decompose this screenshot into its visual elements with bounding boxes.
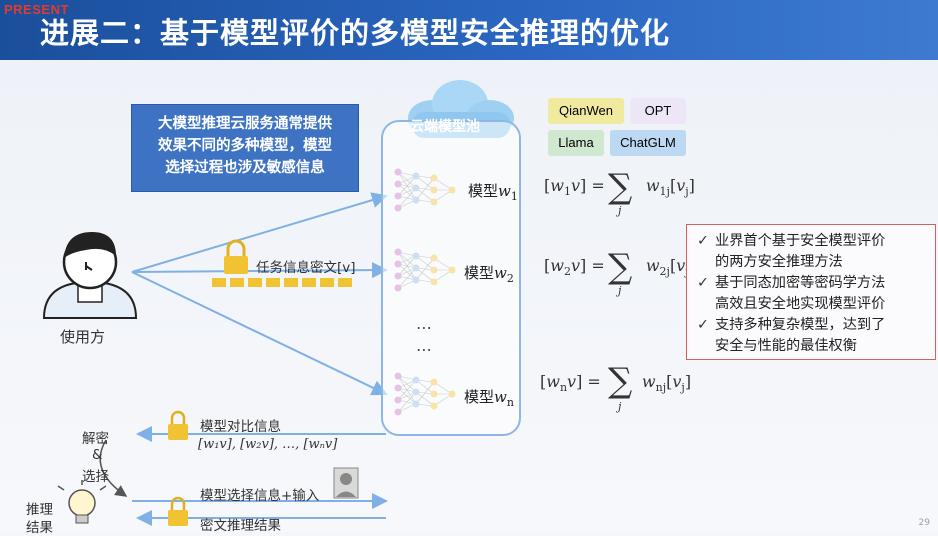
callout-line-1: 大模型推理云服务通常提供: [158, 116, 332, 132]
lock-icon-result: [168, 496, 188, 526]
arrow-to-model-1: [131, 192, 388, 273]
brand-logo: PRESENT: [4, 2, 69, 17]
feature-box: ✓ 业界首个基于安全模型评价的两方安全推理方法 ✓ 基于同态加密等密码学方法高效…: [686, 224, 936, 360]
sum-index-2: j: [618, 284, 622, 297]
compare-label: 模型对比信息: [200, 419, 281, 435]
ellipsis-2: ⋯: [416, 340, 434, 359]
check-icon: ✓: [697, 317, 709, 333]
infer-result-label-1: 推理: [26, 502, 53, 518]
model-label-1: 模型w1: [468, 182, 518, 203]
callout-box: 大模型推理云服务通常提供 效果不同的多种模型，模型 选择过程也涉及敏感信息: [131, 104, 359, 192]
compare-values: [w₁v], [w₂v], …, [wₙv]: [198, 437, 338, 452]
selection-label: 模型选择信息+输入: [200, 488, 320, 504]
feature-item-1: ✓ 业界首个基于安全模型评价的两方安全推理方法: [697, 231, 929, 273]
page-number: 29: [918, 518, 930, 528]
tag-opt: OPT: [630, 98, 686, 124]
check-icon: ✓: [697, 233, 709, 249]
tag-llama: Llama: [548, 130, 604, 156]
cloud-icon: [408, 80, 514, 138]
slide-title: 进展二：基于模型评价的多模型安全推理的优化: [40, 16, 671, 50]
lightbulb-icon: [57, 480, 107, 524]
model-pool: [381, 120, 521, 436]
callout-line-2: 效果不同的多种模型，模型: [158, 138, 332, 154]
formula-2: [w2v] = w2j[vj: [544, 256, 689, 279]
check-icon: ✓: [697, 275, 709, 291]
feature-item-2: ✓ 基于同态加密等密码学方法高效且安全地实现模型评价: [697, 273, 929, 315]
infer-result-label-2: 结果: [26, 520, 53, 536]
cipher-result-label: 密文推理结果: [200, 518, 281, 534]
task-cipher-label: 任务信息密文[v]: [256, 260, 356, 276]
sum-index-1: j: [618, 204, 622, 217]
portrait-icon: [333, 467, 359, 499]
sum-icon-2: ∑: [608, 247, 632, 287]
feature-item-3: ✓ 支持多种复杂模型，达到了安全与性能的最佳权衡: [697, 315, 929, 357]
arrow-to-model-2: [131, 262, 388, 279]
tag-chatglm: ChatGLM: [610, 130, 686, 156]
and-label: &: [92, 447, 103, 463]
formula-n: [wnv] = wnj[vj]: [540, 372, 692, 395]
curve-arrow-decrypt: [99, 439, 128, 497]
ellipsis-1: ⋯: [416, 318, 434, 337]
lock-icon-compare: [168, 410, 188, 440]
tag-qianwen: QianWen: [548, 98, 624, 124]
callout-line-3: 选择过程也涉及敏感信息: [165, 160, 325, 176]
lock-icon: [224, 239, 248, 274]
sum-icon-1: ∑: [608, 167, 632, 207]
select-label: 选择: [82, 469, 109, 485]
sum-icon-n: ∑: [608, 361, 632, 401]
user-label: 使用方: [60, 328, 106, 346]
decrypt-label: 解密: [82, 431, 109, 447]
model-label-2: 模型w2: [464, 264, 514, 285]
cipher-strip: [212, 278, 352, 287]
model-label-n: 模型wn: [464, 388, 514, 409]
arrow-to-model-n: [131, 271, 388, 396]
formula-1: [w1v] = w1j[vj]: [544, 176, 695, 199]
sum-index-n: j: [618, 400, 622, 413]
cloud-label: 云端模型池: [410, 119, 480, 135]
title-bar: PRESENT 进展二：基于模型评价的多模型安全推理的优化: [0, 0, 938, 60]
user-avatar-icon: [42, 232, 138, 319]
